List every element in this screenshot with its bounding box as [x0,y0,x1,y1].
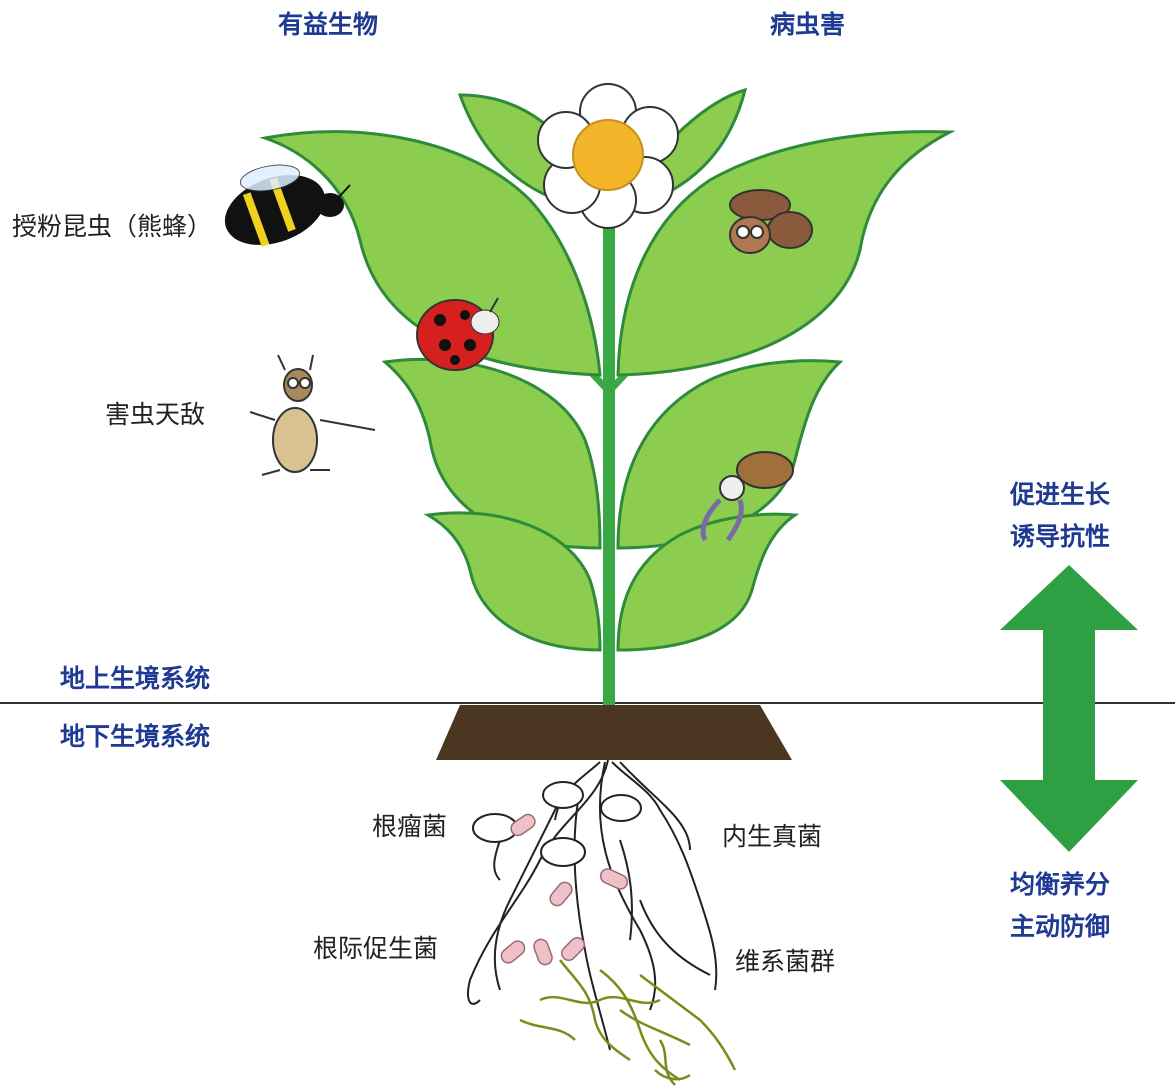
flower-icon [537,83,679,229]
label-pollinator: 授粉昆虫（熊蜂） [12,212,213,241]
label-natural-enemy: 害虫天敌 [105,400,206,429]
label-induce-resistance: 诱导抗性 [1010,522,1111,551]
rhizobia-nodule-icon [472,781,642,867]
ladybug-icon [416,297,500,371]
leaf-lower-right [616,512,800,652]
label-balance-nutrients: 均衡养分 [1010,870,1111,899]
leaf-upper-right [616,130,956,377]
leaf-lower-left [423,511,602,652]
moth-icon [700,451,794,542]
bumblebee-icon [224,164,351,247]
leaf-upper-left [259,130,602,377]
label-above-ground: 地上生境系统 [60,664,211,693]
header-beneficial: 有益生物 [278,10,379,39]
roots [467,759,718,1051]
label-rhizobia: 根瘤菌 [372,812,448,841]
hyphae [519,959,737,1086]
label-active-defense: 主动防御 [1010,912,1111,941]
soil-block [436,705,792,760]
caterpillar-icon [729,189,813,254]
double-arrow-icon [1000,565,1138,852]
label-microbiome: 维系菌群 [735,947,836,976]
leaves [259,87,956,652]
label-pgpr: 根际促生菌 [313,934,439,963]
header-pests: 病虫害 [770,10,846,39]
label-promote-growth: 促进生长 [1010,480,1111,509]
label-endophytic-fungi: 内生真菌 [722,822,823,851]
label-below-ground: 地下生境系统 [60,722,211,751]
bacteria-rod-icon [500,813,629,966]
leaf-middle-left [381,357,602,550]
natural-enemy-icon [249,354,376,476]
